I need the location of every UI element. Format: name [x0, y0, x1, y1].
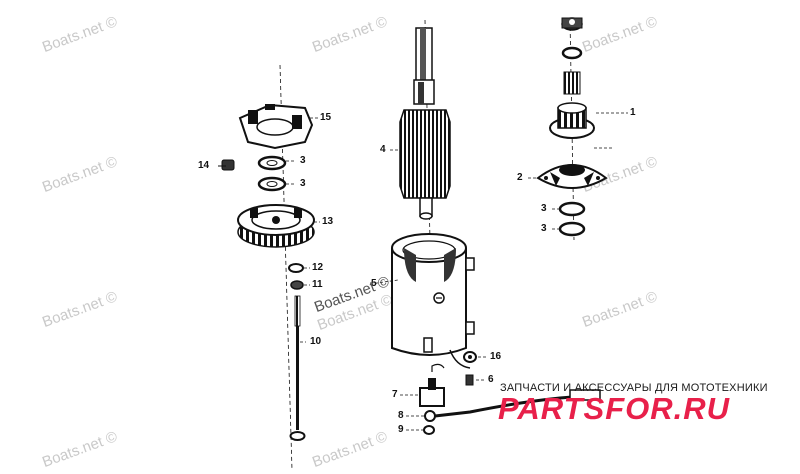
callout-9: 9 [398, 424, 404, 435]
callout-3: 3 [541, 203, 547, 214]
drive-nut [561, 17, 583, 31]
drive-pinion [549, 102, 595, 139]
callout-11: 11 [312, 279, 323, 290]
callout-8: 8 [398, 410, 404, 421]
screw [218, 159, 235, 171]
lead-wire [424, 389, 601, 422]
callout-2: 2 [517, 172, 523, 183]
bolt [465, 374, 474, 386]
axis-line [279, 64, 293, 471]
brand-subtitle: ЗАПЧАСТИ И АКСЕССУАРЫ ДЛЯ МОТОТЕХНИКИ [500, 382, 768, 394]
callout-7: 7 [392, 389, 398, 400]
through-bolt [289, 295, 306, 441]
callout-5: 5 [371, 278, 377, 289]
drive-end-frame [536, 164, 608, 189]
callout-10: 10 [310, 336, 322, 347]
washer [558, 201, 586, 217]
callout-1: 1 [630, 107, 636, 118]
end-cap [237, 204, 315, 248]
svg-text:PARTSFOR.RU: PARTSFOR.RU [498, 391, 731, 424]
terminal-screw [463, 351, 477, 363]
partsfor-logo: PARTSFOR.RU [498, 391, 731, 424]
callout-3: 3 [541, 223, 547, 234]
nut [423, 425, 435, 435]
nut [290, 280, 304, 290]
washer [257, 176, 287, 192]
brush-holder [419, 363, 445, 407]
callout-16: 16 [490, 351, 502, 362]
callout-12: 12 [312, 262, 324, 273]
brush-plate [238, 103, 314, 150]
spring [563, 71, 581, 95]
callout-3: 3 [300, 155, 306, 166]
callout-3: 3 [300, 178, 306, 189]
callout-13: 13 [322, 216, 334, 227]
armature [399, 27, 451, 220]
spacer [561, 46, 583, 60]
callout-4: 4 [380, 144, 386, 155]
washer [257, 155, 287, 171]
callout-14: 14 [198, 160, 210, 171]
callout-15: 15 [320, 112, 332, 123]
washer [558, 221, 586, 237]
motor-frame [391, 233, 475, 369]
callout-6: 6 [488, 374, 494, 385]
lock-washer [288, 263, 304, 273]
